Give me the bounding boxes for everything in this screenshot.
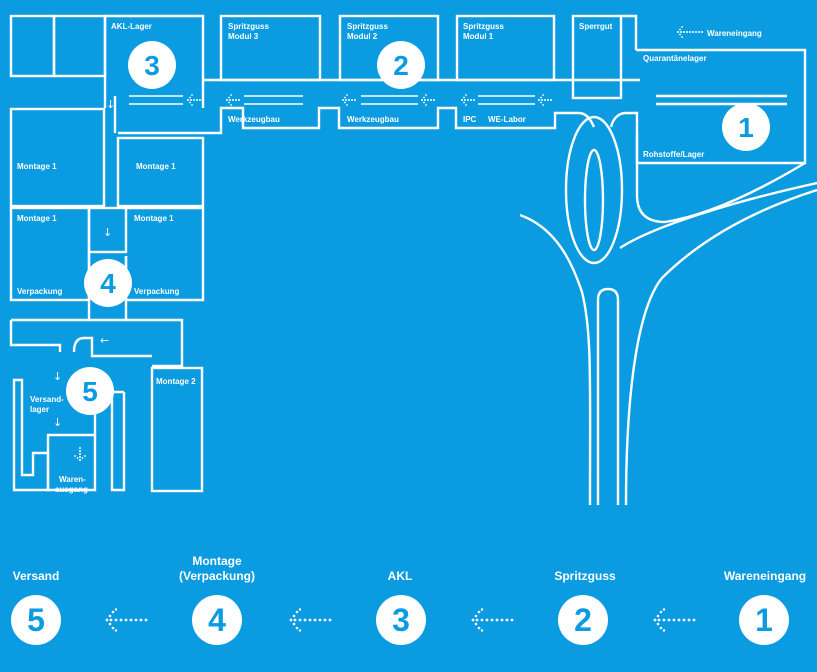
room-small-left <box>9 14 56 78</box>
room-corridor-vertical <box>110 392 126 492</box>
corridor-bottom-wall <box>118 106 596 135</box>
road-upper-loop <box>635 133 806 224</box>
label-werkzeugbau-3: Werkzeugbau <box>228 115 280 124</box>
dotted-arrow-left-icon <box>461 94 475 106</box>
label-akl-lager: AKL-Lager <box>111 22 152 31</box>
room-akl-lager <box>103 14 205 108</box>
svg-text:2: 2 <box>393 50 409 81</box>
label-ipc: IPC <box>463 115 477 124</box>
versand-notch <box>72 336 152 358</box>
label-montage-2: Montage 2 <box>156 377 196 386</box>
corridor-flow-arrows <box>187 26 703 106</box>
dotted-arrow-left-icon <box>289 608 332 632</box>
plan-markers: 3 2 1 4 5 <box>66 41 770 415</box>
marker-5: 5 <box>66 367 114 415</box>
label-montage-1-b: Montage 1 <box>136 162 176 171</box>
room-versand-left <box>9 320 62 352</box>
label-verpackung-right: Verpackung <box>134 287 179 296</box>
room-sperrgut <box>571 14 623 100</box>
legend-badge-4: 4 <box>192 595 242 645</box>
dotted-arrow-down-icon <box>74 447 86 461</box>
dotted-arrow-left-icon <box>226 94 240 106</box>
svg-text:1: 1 <box>738 112 754 143</box>
dotted-arrow-left-icon <box>187 94 201 106</box>
dotted-arrow-left-icon <box>471 608 514 632</box>
room-quarantaene-rohstoffe <box>635 48 807 165</box>
label-spritzguss-1-line2: Modul 1 <box>463 32 494 41</box>
label-versandlager-line1: Versand- <box>30 395 64 404</box>
label-spritzguss-1-line1: Spritzguss <box>463 22 504 31</box>
legend-title-montage: Montage (Verpackung) <box>178 554 256 583</box>
label-verpackung-left: Verpackung <box>17 287 62 296</box>
svg-text:5: 5 <box>82 376 98 407</box>
marker-3: 3 <box>128 41 176 89</box>
label-versandlager-line2: lager <box>30 405 49 414</box>
road-network <box>519 115 817 506</box>
label-warenausgang-line2: ausgang <box>55 485 88 494</box>
label-montage-1-d: Montage 1 <box>134 214 174 223</box>
road-ramp <box>619 181 817 250</box>
label-spritzguss-2-line1: Spritzguss <box>347 22 388 31</box>
roundabout-outer <box>564 115 624 265</box>
label-montage-1-a: Montage 1 <box>17 162 57 171</box>
label-spritzguss-2-line2: Modul 2 <box>347 32 378 41</box>
conveyor-lines <box>129 95 535 105</box>
label-warenausgang-line1: Waren- <box>59 475 86 484</box>
dotted-arrow-left-icon <box>653 608 696 632</box>
svg-text:3: 3 <box>144 50 160 81</box>
dotted-arrow-left-icon <box>677 26 703 38</box>
room-labels: AKL-Lager Spritzguss Modul 3 Spritzguss … <box>17 22 762 494</box>
marker-2: 2 <box>377 41 425 89</box>
thin-arrow-icon: ↓ <box>53 370 62 383</box>
thin-arrow-icon: ↓ <box>103 226 112 239</box>
room-versand-top <box>11 318 184 368</box>
roundabout-island <box>583 148 605 252</box>
direction-arrows: ↓ ↓ ← ↓ ↓ <box>53 98 115 461</box>
legend-title-versand: Versand <box>12 569 60 583</box>
legend-title-wareneingang: Wareneingang <box>723 569 807 583</box>
label-we-labor: WE-Labor <box>488 115 526 124</box>
label-werkzeugbau-2: Werkzeugbau <box>347 115 399 124</box>
room-passage <box>87 206 128 254</box>
legend-title-akl: AKL <box>387 569 413 583</box>
legend-badge-2: 2 <box>558 595 608 645</box>
room-montage-1-b <box>116 136 205 208</box>
road-right-outer <box>624 188 817 506</box>
label-spritzguss-3-line2: Modul 3 <box>228 32 259 41</box>
top-building <box>9 14 807 165</box>
marker-4: 4 <box>84 259 132 307</box>
legend-title-spritzguss: Spritzguss <box>554 569 616 583</box>
label-quarantaenelager: Quarantänelager <box>643 54 707 63</box>
marker-1: 1 <box>722 103 770 151</box>
thin-arrow-icon: ↓ <box>106 98 115 111</box>
legend-badge-3: 3 <box>376 595 426 645</box>
road-left-outer <box>519 213 592 506</box>
road-median <box>596 287 620 505</box>
room-small-right <box>52 14 107 78</box>
label-sperrgut: Sperrgut <box>579 22 613 31</box>
thin-arrow-icon: ← <box>100 334 109 347</box>
dotted-arrow-left-icon <box>538 94 552 106</box>
label-rohstoffe-lager: Rohstoffe/Lager <box>643 150 704 159</box>
room-sperrgut-annex <box>621 14 638 50</box>
legend-badge-1: 1 <box>739 595 789 645</box>
room-montage-1-a <box>9 107 106 208</box>
label-montage-1-c: Montage 1 <box>17 214 57 223</box>
svg-text:4: 4 <box>100 268 116 299</box>
room-warenausgang <box>46 433 97 492</box>
dotted-arrow-left-icon <box>342 94 356 106</box>
dotted-arrow-left-icon <box>105 608 148 632</box>
corridor-bottom-right <box>609 111 639 133</box>
dotted-arrow-left-icon <box>421 94 435 106</box>
label-spritzguss-3-line1: Spritzguss <box>228 22 269 31</box>
thin-arrow-icon: ↓ <box>53 416 62 429</box>
room-montage-2 <box>150 366 204 493</box>
legend-badge-5: 5 <box>11 595 61 645</box>
label-wareneingang: Wareneingang <box>707 29 762 38</box>
